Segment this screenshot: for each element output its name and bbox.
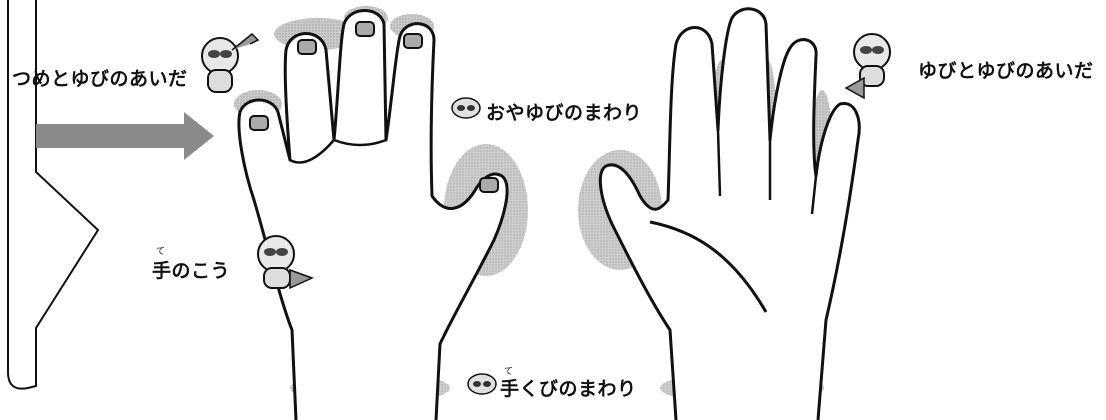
left-hand-outline: [237, 9, 509, 420]
label-nails-between-fingers: つめとゆびのあいだ: [12, 68, 188, 90]
label-back-of-hand: 手のこう: [152, 260, 231, 282]
label-around-thumb: おやゆびのまわり: [486, 102, 643, 124]
nail: [249, 115, 269, 131]
right-hand-outline: [598, 7, 861, 420]
label-between-fingers: ゆびとゆびのあいだ: [918, 60, 1094, 82]
left-hand-back: [234, 6, 528, 420]
raccoon-head-icon: [467, 373, 497, 395]
raccoon-mascot-icon: [201, 32, 260, 93]
raccoon-mascot-icon: [257, 235, 314, 290]
raccoon-mascot-icon: [844, 33, 891, 100]
raccoon-head-icon: [451, 97, 481, 119]
label-around-wrist: 手くびのまわり: [500, 378, 637, 400]
nail: [403, 33, 423, 49]
pointer-arrow-icon: [36, 112, 214, 160]
nail: [297, 39, 317, 55]
ruby-around-wrist: て: [504, 367, 514, 377]
speech-box-outline: [7, 0, 100, 390]
nail: [355, 21, 375, 37]
nail: [479, 177, 499, 193]
right-hand-palm: [578, 7, 861, 420]
ruby-back-of-hand: て: [156, 247, 166, 257]
